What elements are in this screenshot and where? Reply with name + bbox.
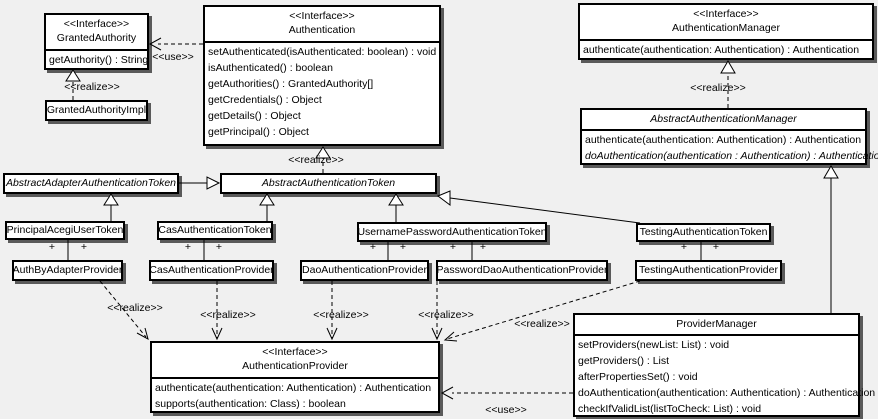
class-box-username-password-authentication-token: UsernamePasswordAuthenticationToken <box>357 222 547 242</box>
class-box-testing-authentication-provider: TestingAuthenticationProvider <box>635 260 782 281</box>
class-header: <<Interface>> Authentication <box>205 7 439 43</box>
method: authenticate(authentication: Authenticat… <box>583 44 860 56</box>
method: afterPropertiesSet() : void <box>578 371 698 383</box>
realize-label: <<realize>> <box>288 154 344 166</box>
realize-label: <<realize>> <box>418 309 474 321</box>
method: authenticate(authentication: Authenticat… <box>155 382 432 394</box>
method: getPrincipal() : Object <box>208 126 309 138</box>
class-box-auth-by-adapter-provider: AuthByAdapterProvider <box>12 260 123 281</box>
generalization-testingtoken-abstracttoken <box>437 190 641 224</box>
generalization-providermanager-abstractmanager <box>823 165 839 313</box>
generalization-abstractadaptertoken-abstracttoken <box>179 176 221 190</box>
stereotype: <<Interface>> <box>262 346 328 358</box>
stereotype: <<Interface>> <box>693 8 759 20</box>
stereotype: <<Interface>> <box>63 18 130 30</box>
generalization-castoken-abstracttoken <box>259 193 275 221</box>
association-end-label: + <box>680 241 688 253</box>
association-end-label: + <box>48 241 56 253</box>
method: setProviders(newList: List) : void <box>578 339 730 351</box>
realize-label: <<realize>> <box>313 309 369 321</box>
association-end-label: + <box>449 241 457 253</box>
method-list: setProviders(newList: List) : void getPr… <box>575 336 876 418</box>
class-box-granted-authority: <<Interface>> GrantedAuthority getAuthor… <box>44 13 149 70</box>
association-end-label: + <box>399 241 407 253</box>
method: getAuthority() : String <box>49 54 149 66</box>
method-list: getAuthority() : String <box>46 51 149 69</box>
method-list: authenticate(authentication: Authenticat… <box>152 379 438 413</box>
method-list: setAuthenticated(isAuthenticated: boolea… <box>205 43 439 141</box>
class-name: Authentication <box>288 24 356 36</box>
class-header: AbstractAuthenticationManager <box>582 110 865 131</box>
method-list: authenticate(authentication: Authenticat… <box>580 41 872 59</box>
class-name: ProviderManager <box>676 318 757 330</box>
class-box-authentication-manager: <<Interface>> AuthenticationManager auth… <box>578 3 874 60</box>
method: doAuthentication(authentication: Authent… <box>578 387 876 399</box>
class-box-dao-authentication-provider: DaoAuthenticationProvider <box>300 260 429 281</box>
realize-label: <<realize>> <box>107 302 163 314</box>
class-header: <<Interface>> AuthenticationManager <box>580 5 872 41</box>
use-arrow-authentication-grantedauthority <box>148 37 203 51</box>
class-box-granted-authority-impl: GrantedAuthorityImpl <box>45 100 148 121</box>
realize-label: <<realize>> <box>690 82 746 94</box>
generalization-usernamepasswordtoken-abstracttoken <box>388 193 404 222</box>
association-end-label: + <box>369 241 377 253</box>
method: getDetails() : Object <box>208 110 301 122</box>
class-name: AbstractAuthenticationToken <box>261 177 396 189</box>
class-name: TestingAuthenticationToken <box>639 226 768 238</box>
class-name: GrantedAuthority <box>56 32 137 44</box>
realize-label: <<realize>> <box>64 81 120 93</box>
class-header: ProviderManager <box>575 315 858 336</box>
method: getCredentials() : Object <box>208 94 322 106</box>
class-name: UsernamePasswordAuthenticationToken <box>357 225 547 238</box>
class-box-provider-manager: ProviderManager setProviders(newList: Li… <box>573 313 876 418</box>
use-label: <<use>> <box>485 404 527 416</box>
class-name: AuthenticationProvider <box>242 360 348 372</box>
class-name: AbstractAuthenticationManager <box>650 113 797 125</box>
class-box-testing-authentication-token: TestingAuthenticationToken <box>636 223 771 242</box>
class-box-password-dao-authentication-provider: PasswordDaoAuthenticationProvider <box>436 260 608 281</box>
class-name: AbstractAdapterAuthenticationToken <box>5 177 177 189</box>
class-header: <<Interface>> GrantedAuthority <box>46 15 147 51</box>
class-box-abstract-authentication-manager: AbstractAuthenticationManager authentica… <box>580 108 878 165</box>
class-name: AuthenticationManager <box>672 22 780 34</box>
class-box-abstract-authentication-token: AbstractAuthenticationToken <box>220 173 437 194</box>
method: doAuthentication(authentication : Authen… <box>585 150 878 162</box>
class-box-authentication: <<Interface>> Authentication setAuthenti… <box>203 5 441 146</box>
method-list: authenticate(authentication: Authenticat… <box>582 131 878 165</box>
stereotype: <<Interface>> <box>289 10 355 22</box>
association-end-label: + <box>712 241 720 253</box>
realize-label: <<realize>> <box>514 318 570 330</box>
class-box-abstract-adapter-authentication-token: AbstractAdapterAuthenticationToken <box>3 173 179 194</box>
class-name: CasAuthenticationToken <box>158 224 272 236</box>
generalization-principaltoken-abstractadaptertoken <box>103 193 119 221</box>
class-name: DaoAuthenticationProvider <box>302 264 427 276</box>
use-arrow-providermanager-authenticationprovider <box>440 386 573 400</box>
class-header: <<Interface>> AuthenticationProvider <box>152 343 438 379</box>
method: setAuthenticated(isAuthenticated: boolea… <box>208 46 437 58</box>
association-end-label: + <box>479 241 487 253</box>
method: supports(authentication: Class) : boolea… <box>155 398 346 410</box>
method: authenticate(authentication: Authenticat… <box>585 134 862 146</box>
class-name: CasAuthenticationProvider <box>149 264 274 276</box>
association-end-label: + <box>184 241 192 253</box>
class-box-cas-authentication-provider: CasAuthenticationProvider <box>149 260 274 281</box>
use-label: <<use>> <box>152 51 194 63</box>
class-name: TestingAuthenticationProvider <box>639 264 778 276</box>
method: getProviders() : List <box>578 355 670 367</box>
class-name: AuthByAdapterProvider <box>12 264 123 276</box>
realize-label: <<realize>> <box>200 309 256 321</box>
method: checkIfValidList(listToCheck: List) : vo… <box>578 403 762 415</box>
method: isAuthenticated() : boolean <box>208 62 333 74</box>
class-box-cas-authentication-token: CasAuthenticationToken <box>157 221 273 240</box>
class-name: PasswordDaoAuthenticationProvider <box>436 264 608 276</box>
class-name: PrincipalAcegiUserToken <box>6 224 124 236</box>
class-box-authentication-provider: <<Interface>> AuthenticationProvider aut… <box>150 341 440 413</box>
class-name: GrantedAuthorityImpl <box>46 104 147 116</box>
class-box-principal-acegi-user-token: PrincipalAcegiUserToken <box>5 221 125 240</box>
association-end-label: + <box>215 241 223 253</box>
method: getAuthorities() : GrantedAuthority[] <box>208 78 374 90</box>
association-end-label: + <box>80 241 88 253</box>
